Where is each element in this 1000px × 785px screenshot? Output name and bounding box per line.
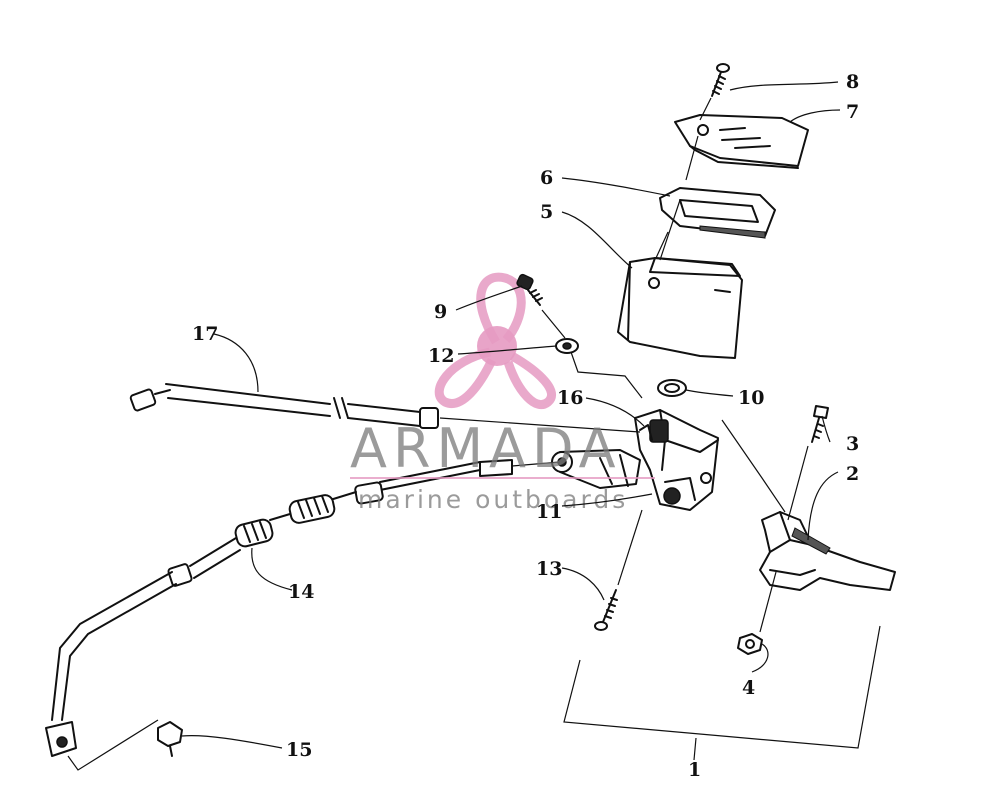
part-16-master-cylinder xyxy=(634,409,719,511)
part-14-brake-hose xyxy=(45,459,561,757)
callout-leaders xyxy=(181,81,841,761)
part-3-pivot-bolt xyxy=(811,405,829,443)
part-12-washer xyxy=(555,338,579,354)
callout-1: 1 xyxy=(688,759,701,781)
part-6-diaphragm xyxy=(659,187,776,239)
callout-5: 5 xyxy=(540,201,553,223)
callout-7: 7 xyxy=(846,101,859,123)
part-1-assembly-bracket xyxy=(563,625,881,749)
watermark-tagline: marine outboards xyxy=(358,485,628,514)
callout-labels: 8 7 6 5 9 12 10 16 11 3 2 4 13 14 15 17 … xyxy=(192,71,859,781)
watermark-propeller-icon xyxy=(434,272,556,409)
part-4-nut xyxy=(737,633,763,655)
callout-12: 12 xyxy=(428,345,454,367)
callout-15: 15 xyxy=(286,739,312,761)
callout-11: 11 xyxy=(536,501,562,523)
part-2-brake-lever xyxy=(759,511,896,591)
part-5-reservoir-body xyxy=(617,257,743,359)
callout-14: 14 xyxy=(288,581,314,603)
callout-3: 3 xyxy=(846,433,859,455)
callout-17: 17 xyxy=(192,323,218,345)
watermark-brand: ARMADA xyxy=(350,417,622,480)
callout-10: 10 xyxy=(738,387,764,409)
callout-6: 6 xyxy=(540,167,553,189)
callout-8: 8 xyxy=(846,71,859,93)
part-8-screw xyxy=(711,63,730,97)
part-9-bolt xyxy=(516,273,543,306)
callout-4: 4 xyxy=(742,677,755,699)
part-17-cable xyxy=(129,383,641,433)
part-7-reservoir-cover xyxy=(674,114,809,169)
watermark-text: ARMADA marine outboards xyxy=(350,417,655,514)
part-10-o-ring xyxy=(657,379,687,397)
part-13-screw xyxy=(594,589,618,631)
callout-13: 13 xyxy=(536,558,562,580)
callout-16: 16 xyxy=(557,387,583,409)
callout-2: 2 xyxy=(846,463,859,485)
callout-9: 9 xyxy=(434,301,447,323)
part-15-fitting xyxy=(67,719,183,771)
